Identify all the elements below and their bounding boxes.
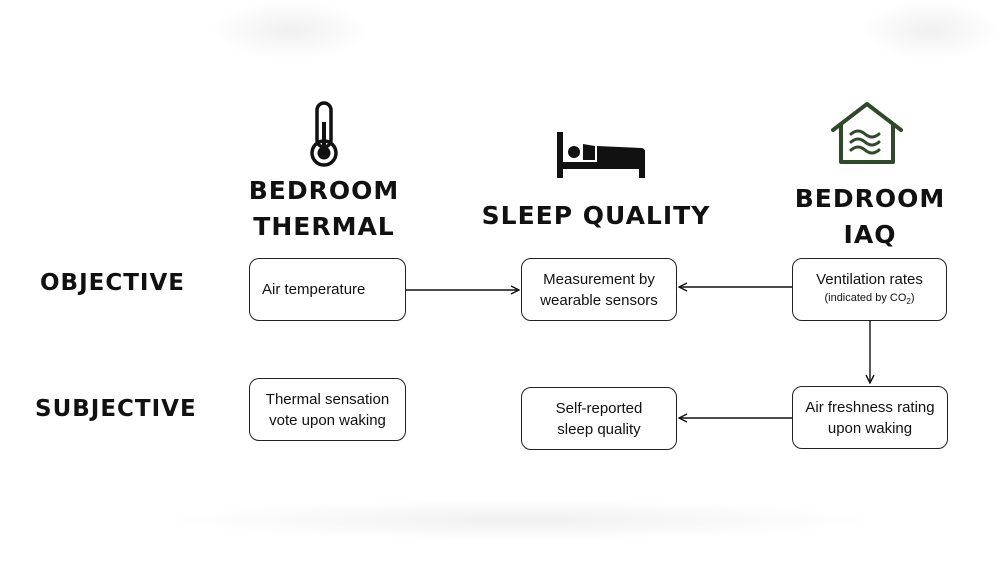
box-measurement-line1: Measurement by [543, 270, 655, 288]
background-shade-left [210, 0, 370, 60]
column-title-thermal-line1: BEDROOM [248, 176, 400, 205]
column-title-iaq-line1: BEDROOM [794, 184, 946, 213]
column-title-thermal: BEDROOM THERMAL [234, 173, 414, 245]
house-air-icon [831, 102, 903, 164]
bed-icon [557, 132, 645, 178]
box-measurement-wearable: Measurement by wearable sensors [521, 258, 677, 321]
column-title-iaq-line2: IAQ [843, 220, 897, 249]
box-self-reported-line2: sleep quality [557, 420, 641, 438]
column-title-sleep: SLEEP QUALITY [480, 198, 712, 234]
background-shade-bottom [160, 500, 880, 540]
box-ventilation-line1: Ventilation rates [816, 270, 923, 288]
thermometer-icon [310, 101, 338, 167]
background-shade-right [860, 0, 1000, 60]
ventilation-note-subscript: 2 [906, 297, 911, 307]
box-air-freshness-line1: Air freshness rating [805, 398, 935, 416]
box-thermal-sensation-line1: Thermal sensation [265, 390, 390, 408]
box-measurement-line2: wearable sensors [540, 291, 658, 309]
column-title-iaq: BEDROOM IAQ [780, 181, 960, 253]
row-label-subjective: SUBJECTIVE [35, 396, 197, 422]
box-self-reported-line1: Self-reported [555, 399, 643, 417]
box-thermal-sensation-line2: vote upon waking [269, 411, 386, 429]
column-title-sleep-label: SLEEP QUALITY [481, 201, 711, 230]
box-thermal-sensation: Thermal sensation vote upon waking [249, 378, 406, 441]
box-air-freshness: Air freshness rating upon waking [792, 386, 948, 449]
box-air-freshness-line2: upon waking [827, 419, 913, 437]
column-title-thermal-line2: THERMAL [253, 212, 395, 241]
ventilation-note-prefix: (indicated by CO [824, 291, 907, 304]
ventilation-note-suffix: ) [910, 291, 915, 304]
row-label-objective: OBJECTIVE [40, 270, 185, 296]
box-ventilation-rates: Ventilation rates (indicated by CO2) [792, 258, 947, 321]
box-ventilation-note: (indicated by CO2) [824, 290, 914, 310]
box-air-temperature-text: Air temperature [262, 281, 366, 298]
box-air-temperature: Air temperature [249, 258, 406, 321]
box-self-reported-sleep: Self-reported sleep quality [521, 387, 677, 450]
